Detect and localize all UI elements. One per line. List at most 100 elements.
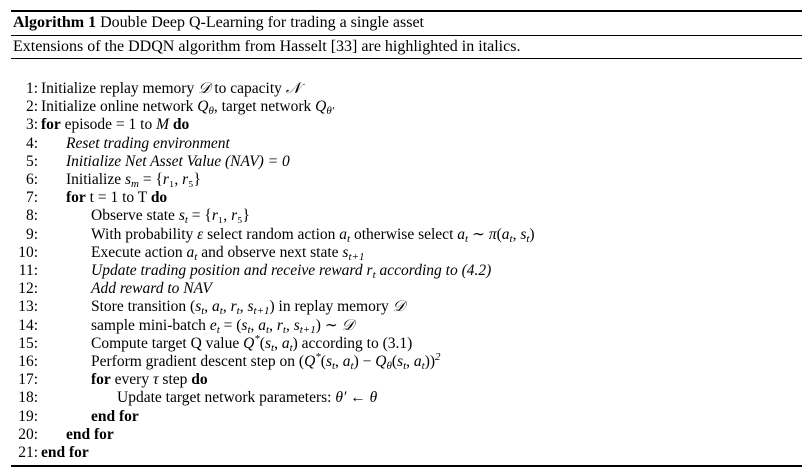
text-run: ) in replay memory	[269, 298, 393, 316]
text-run: Compute target Q value	[91, 334, 244, 352]
line-text: Reset trading environment	[66, 135, 230, 153]
subscript: t+1	[299, 323, 316, 336]
math-symbol: Q	[315, 98, 327, 116]
math-symbol: a	[501, 225, 510, 243]
text-run: step	[158, 371, 192, 389]
math-symbol: a	[258, 316, 267, 334]
algorithm-line: 21:end for	[0, 444, 812, 462]
line-text: end for	[41, 444, 89, 462]
algorithm-line: 14: sample mini-batch et = (st, at, rt, s…	[0, 316, 812, 336]
text-run: = (	[219, 316, 242, 334]
text-run: (	[259, 334, 265, 352]
keyword: for	[91, 371, 111, 389]
subscript: t	[194, 250, 198, 263]
subscript: θ	[208, 105, 214, 118]
subscript: t	[403, 360, 407, 372]
keyword: end for	[41, 444, 89, 461]
text-run: ,	[269, 316, 277, 334]
line-number: 18:	[18, 389, 38, 407]
line-number: 6:	[25, 171, 38, 188]
math-symbol: s	[178, 207, 185, 225]
text-run: Observe state	[91, 207, 179, 225]
math-symbol: Q	[197, 98, 209, 116]
algorithm-title-text: Double Deep Q-Learning for trading a sin…	[100, 14, 424, 31]
text-run: ) according to (3.1)	[292, 334, 413, 352]
line-number: 17:	[18, 371, 38, 389]
keyword: for	[66, 189, 86, 207]
text-run: ,	[239, 298, 248, 316]
algorithm-line: 6: Initialize sm = {r₁, r₅}	[0, 171, 812, 190]
line-number: 10:	[18, 243, 38, 261]
line-text: end for	[66, 426, 114, 444]
math-symbol: a	[281, 334, 290, 352]
math-symbol: r	[276, 316, 283, 334]
line-text: Update trading position and receive rewa…	[91, 262, 491, 281]
math-symbol: θ	[369, 389, 378, 407]
algorithm-line: 8:Observe state st = {r₁, r₅}	[0, 207, 812, 226]
math-symbol: τ	[152, 371, 159, 389]
subscript: t	[350, 360, 354, 372]
text-run: Execute action	[91, 243, 187, 261]
math-symbol: ε	[197, 225, 204, 243]
text-run: ,	[335, 353, 343, 370]
math-symbol: a	[342, 353, 351, 370]
line-number: 16:	[18, 353, 38, 370]
math-symbol: s	[124, 171, 132, 188]
line-number: 8:	[25, 207, 38, 225]
text-run: select random action	[203, 225, 340, 243]
math-symbol: Q	[243, 334, 255, 352]
line-number: 19:	[18, 407, 38, 425]
line-text: Initialize sm = {r₁, r₅}	[66, 171, 201, 190]
text-run: ))	[424, 353, 436, 370]
text-run: ,	[274, 334, 282, 352]
math-symbol: 𝒟	[392, 298, 405, 316]
rule-mid2	[11, 58, 802, 59]
text-run: Update trading position and receive rewa…	[91, 262, 367, 279]
subscript: t	[282, 323, 286, 336]
text-run: (	[320, 353, 326, 370]
math-symbol: r	[230, 298, 237, 316]
algorithm-line: 4:Reset trading environment	[0, 135, 812, 153]
line-text: sample mini-batch et = (st, at, rt, st+1…	[91, 316, 354, 336]
subscript: t+1	[253, 305, 270, 318]
subscript: t	[509, 232, 513, 245]
math-symbol: a	[413, 353, 422, 370]
text-run: ∼	[468, 225, 489, 243]
text-run: (	[496, 225, 502, 243]
text-run: ) ∼	[315, 316, 342, 334]
line-text: Store transition (st, at, rt, st+1) in r…	[91, 298, 405, 318]
line-text: Compute target Q value Q*(st, at) accord…	[91, 333, 413, 354]
text-run: to capacity	[210, 80, 286, 97]
text-run: ₁,	[217, 207, 232, 225]
line-text: Add reward to NAV	[91, 280, 212, 298]
text-run: ₅}	[188, 171, 201, 188]
math-symbol: s	[195, 298, 202, 316]
subscript: t	[216, 323, 220, 336]
math-symbol: s	[293, 316, 300, 334]
line-number: 1:	[25, 80, 38, 97]
superscript: *	[315, 351, 321, 363]
text-run: With probability	[91, 225, 198, 243]
subscript: t	[289, 341, 293, 354]
text-run: ,	[406, 353, 414, 370]
subscript: t+1	[348, 250, 365, 263]
subscript: t	[266, 323, 270, 336]
math-symbol: s	[264, 334, 272, 352]
subscript: t	[465, 232, 469, 245]
line-text: Perform gradient descent step on (Q*(st,…	[91, 351, 441, 372]
rule-mid1	[11, 35, 802, 36]
algorithm-line: 3:for episode = 1 to M do	[0, 116, 812, 134]
math-symbol: s	[241, 316, 248, 334]
text-run: otherwise select	[350, 225, 458, 243]
math-symbol: r	[366, 262, 373, 279]
line-number: 14:	[18, 316, 38, 334]
algorithm-line: 15:Compute target Q value Q*(st, at) acc…	[0, 333, 812, 354]
line-number: 9:	[25, 225, 38, 243]
text-run: ←	[346, 389, 370, 407]
line-text: Update target network parameters: θ′ ← θ	[117, 389, 377, 407]
line-text: end for	[91, 408, 139, 426]
line-text: With probability ε select random action …	[91, 225, 535, 245]
text-run: t = 1 to T	[85, 189, 151, 207]
math-symbol: r	[211, 207, 218, 225]
line-number: 21:	[18, 444, 38, 461]
